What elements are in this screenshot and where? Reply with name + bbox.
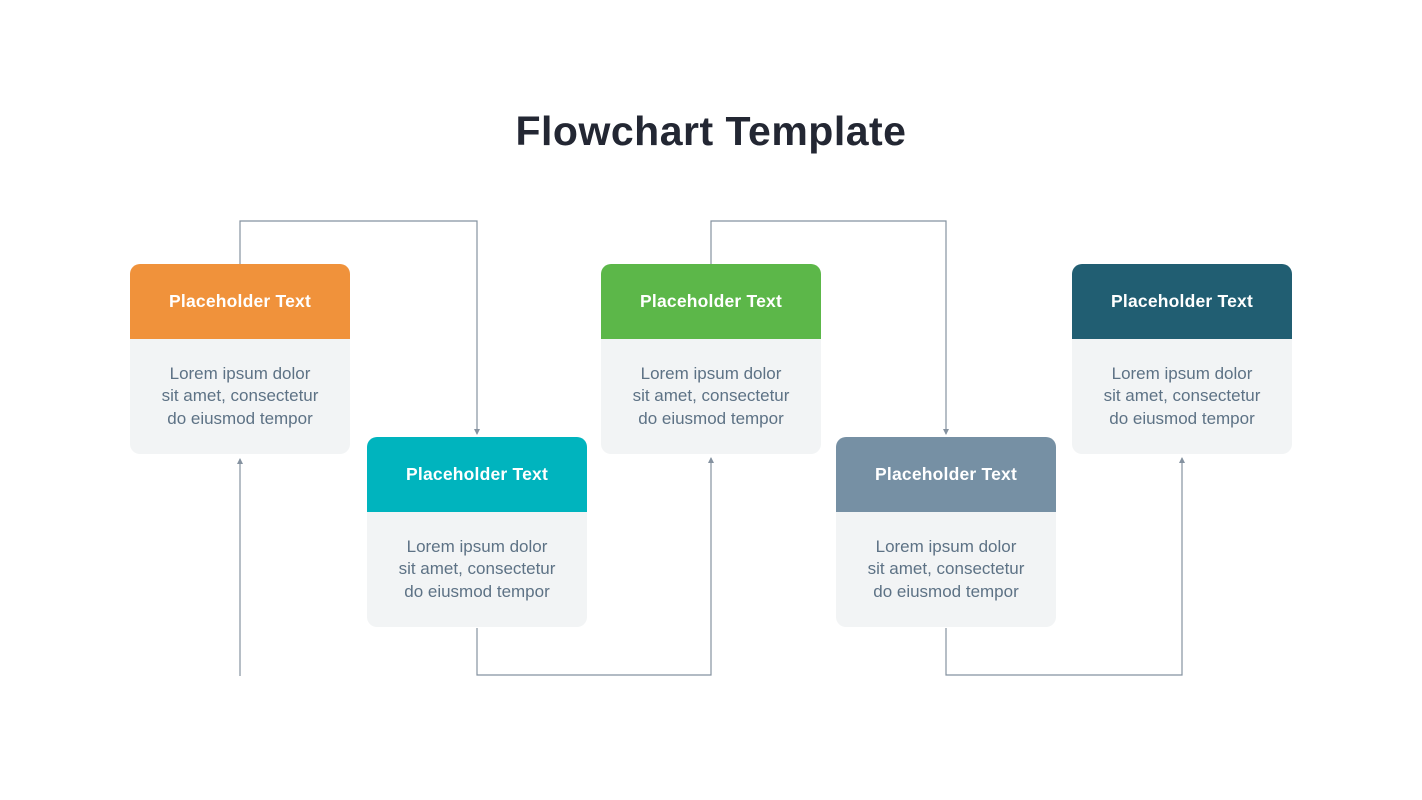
flow-card-3-body: Lorem ipsum dolor sit amet, consectetur …: [601, 339, 821, 454]
flow-card-2: Placeholder Text Lorem ipsum dolor sit a…: [367, 437, 587, 627]
flow-card-4-body-text: Lorem ipsum dolor sit amet, consectetur …: [867, 537, 1025, 601]
flow-card-5-header: Placeholder Text: [1072, 264, 1292, 339]
flow-card-1-header: Placeholder Text: [130, 264, 350, 339]
flow-card-5-title: Placeholder Text: [1111, 291, 1253, 311]
flow-card-2-title: Placeholder Text: [406, 464, 548, 484]
edge-card-2-to-card-3: [476, 457, 714, 676]
flow-card-4-title: Placeholder Text: [875, 464, 1017, 484]
page-title: Flowchart Template: [515, 108, 907, 154]
flow-card-3-title: Placeholder Text: [640, 291, 782, 311]
flow-card-4-header: Placeholder Text: [836, 437, 1056, 512]
flow-card-5-body: Lorem ipsum dolor sit amet, consectetur …: [1072, 339, 1292, 454]
flow-card-1: Placeholder Text Lorem ipsum dolor sit a…: [130, 264, 350, 454]
flow-card-5-body-text: Lorem ipsum dolor sit amet, consectetur …: [1103, 364, 1261, 428]
flow-card-4: Placeholder Text Lorem ipsum dolor sit a…: [836, 437, 1056, 627]
flow-card-1-title: Placeholder Text: [169, 291, 311, 311]
flow-card-2-body-text: Lorem ipsum dolor sit amet, consectetur …: [398, 537, 556, 601]
flow-card-1-body: Lorem ipsum dolor sit amet, consectetur …: [130, 339, 350, 454]
flow-card-5: Placeholder Text Lorem ipsum dolor sit a…: [1072, 264, 1292, 454]
flow-card-3-header: Placeholder Text: [601, 264, 821, 339]
flow-card-4-body: Lorem ipsum dolor sit amet, consectetur …: [836, 512, 1056, 627]
edge-card-4-to-card-5: [945, 457, 1185, 676]
flow-card-2-body: Lorem ipsum dolor sit amet, consectetur …: [367, 512, 587, 627]
flow-card-3: Placeholder Text Lorem ipsum dolor sit a…: [601, 264, 821, 454]
flow-card-1-body-text: Lorem ipsum dolor sit amet, consectetur …: [161, 364, 319, 428]
edge-card-3-to-card-4: [710, 220, 949, 435]
flow-card-3-body-text: Lorem ipsum dolor sit amet, consectetur …: [632, 364, 790, 428]
edge-card-1-to-card-2: [239, 220, 480, 435]
flow-card-2-header: Placeholder Text: [367, 437, 587, 512]
